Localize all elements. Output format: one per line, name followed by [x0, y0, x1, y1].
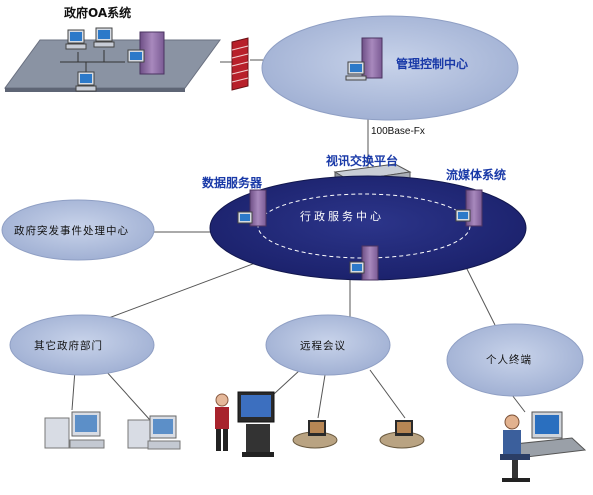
- oa-system-title: 政府OA系统: [64, 6, 132, 20]
- admin-center-label: 行政服务中心: [300, 210, 384, 223]
- personal-terminal-label: 个人终端: [486, 354, 532, 366]
- oa-pc-2: [93, 27, 115, 48]
- personal-user-icon: [500, 411, 587, 482]
- remote-meeting-label: 远程会议: [300, 340, 346, 352]
- other-depts: [9, 314, 155, 376]
- line-personal-user: [511, 394, 526, 413]
- data-server-icon: [237, 189, 267, 227]
- emergency-center-label: 政府突发事件处理中心: [14, 225, 129, 237]
- admin-center: [209, 175, 527, 281]
- streaming-system-label: 流媒体系统: [446, 168, 507, 182]
- oa-pc-1: [65, 29, 87, 50]
- control-center: [261, 15, 519, 121]
- data-server-label: 数据服务器: [202, 176, 263, 190]
- line-meeting-term2: [369, 369, 406, 419]
- firewall-icon: [231, 37, 249, 91]
- emergency-center: [1, 199, 155, 261]
- remote-meeting: [265, 314, 391, 376]
- other-depts-label: 其它政府部门: [34, 340, 103, 352]
- line-admin-other: [89, 261, 259, 326]
- video-conference-icon: [215, 391, 275, 457]
- meeting-terminal-2: [379, 420, 425, 449]
- streaming-server-icon: [455, 189, 483, 227]
- dept-pc-1: [44, 411, 105, 449]
- line-other-pc1: [71, 369, 76, 411]
- line-meeting-term1: [317, 374, 326, 419]
- line-other-pc2: [104, 369, 151, 421]
- meeting-terminal-1: [292, 420, 338, 449]
- video-platform-label: 视讯交换平台: [326, 154, 399, 168]
- link-speed-label: 100Base-Fx: [371, 126, 425, 137]
- personal-terminal: [446, 323, 584, 397]
- bottom-server-icon: [349, 245, 379, 281]
- oa-pc-3: [75, 71, 97, 92]
- oa-server: [127, 31, 165, 75]
- oa-platform: [4, 27, 221, 92]
- control-server-icon: [345, 37, 383, 81]
- dept-pc-2: [127, 415, 181, 450]
- control-center-label: 管理控制中心: [396, 57, 469, 71]
